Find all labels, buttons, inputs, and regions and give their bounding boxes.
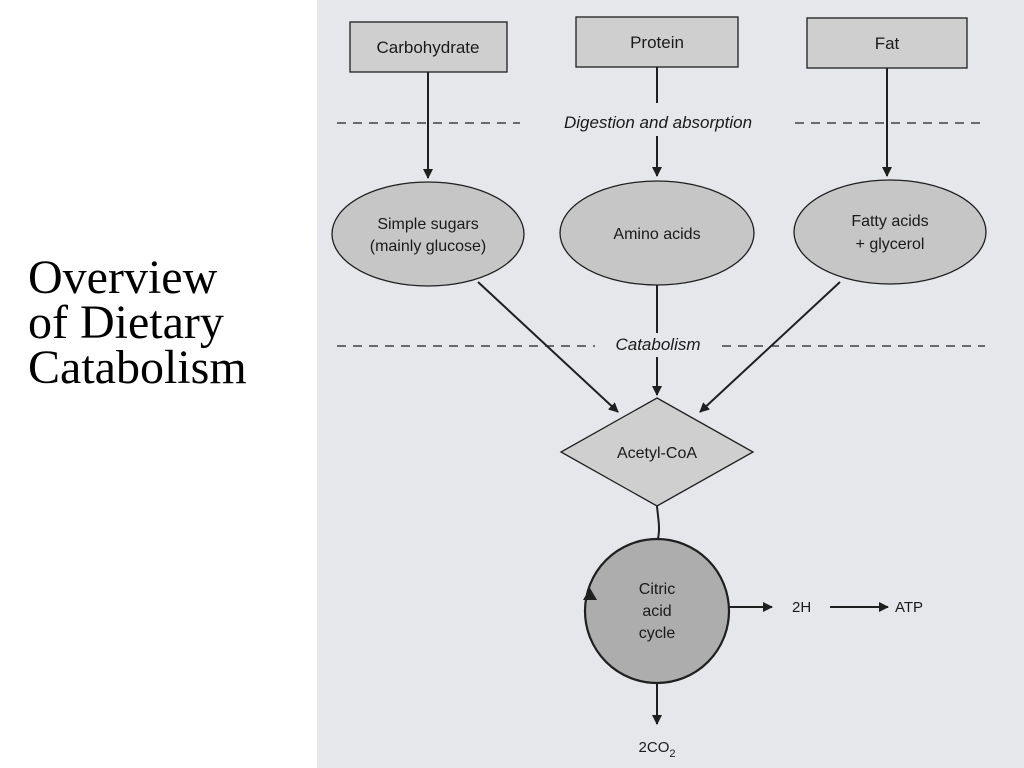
co2-base: 2CO xyxy=(639,739,670,756)
sugars-line-2: (mainly glucose) xyxy=(370,238,486,255)
digestion-label: Digestion and absorption xyxy=(564,113,752,132)
slide-title: Overview of Dietary Catabolism xyxy=(28,251,313,394)
fatty-acids-node: Fatty acids + glycerol xyxy=(793,179,987,285)
cycle-line-2: acid xyxy=(642,603,671,620)
arrow-fatty-to-acetyl xyxy=(699,281,841,413)
fat-box: Fat xyxy=(806,17,968,69)
hydrogen-label: 2H xyxy=(792,599,811,616)
cycle-arrow-icon xyxy=(583,588,597,600)
carbohydrate-box: Carbohydrate xyxy=(349,21,508,73)
title-line-2: of Dietary xyxy=(28,296,224,349)
catabolism-label: Catabolism xyxy=(615,335,700,354)
sugars-line-1: Simple sugars xyxy=(377,216,478,233)
amino-acids-node: Amino acids xyxy=(559,180,755,286)
carbohydrate-label: Carbohydrate xyxy=(376,38,479,57)
fatty-line-1: Fatty acids xyxy=(851,213,928,230)
simple-sugars-node: Simple sugars (mainly glucose) xyxy=(331,181,525,287)
protein-label: Protein xyxy=(630,33,684,52)
title-line-3: Catabolism xyxy=(28,341,247,394)
acetyl-label: Acetyl-CoA xyxy=(617,445,697,462)
arrow-sugars-to-acetyl xyxy=(477,281,619,413)
digestion-divider: Digestion and absorption xyxy=(337,113,985,132)
fatty-line-2: + glycerol xyxy=(856,236,925,253)
citric-acid-cycle-node: Citric acid cycle xyxy=(583,537,731,685)
protein-box: Protein xyxy=(575,16,739,68)
cycle-line-3: cycle xyxy=(639,625,676,642)
fat-label: Fat xyxy=(875,34,900,53)
co2-label: 2CO2 xyxy=(639,739,676,760)
co2-subscript: 2 xyxy=(669,748,675,760)
title-line-1: Overview xyxy=(28,251,218,304)
cycle-line-1: Citric xyxy=(639,581,675,598)
acetyl-coa-node: Acetyl-CoA xyxy=(559,397,755,507)
amino-label: Amino acids xyxy=(613,226,700,243)
catabolism-divider: Catabolism xyxy=(337,335,985,354)
atp-label: ATP xyxy=(895,599,923,616)
